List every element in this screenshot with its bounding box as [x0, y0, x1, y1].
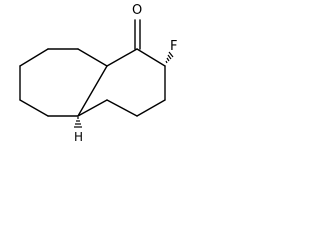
bond-c8a-c1 [106, 48, 138, 67]
oxygen-label: O [132, 3, 142, 18]
molecule-structure: O F H [19, 3, 177, 144]
bond-c7-c6 [19, 48, 49, 67]
bond-c4a-link [77, 99, 108, 117]
bond-c5-c4 [19, 99, 49, 117]
hydrogen-label: H [74, 130, 83, 144]
bond-c1-c2 [136, 48, 166, 67]
bond-c8a-c4a [77, 65, 108, 117]
bond-c4-c4a-right [106, 99, 138, 117]
bond-c8-c8a [77, 48, 108, 67]
bond-c3-c4 [136, 99, 166, 117]
hashed-wedge-c4a-h [74, 117, 82, 128]
fluorine-label: F [170, 39, 177, 54]
hashed-wedge-c2-f [165, 51, 174, 64]
